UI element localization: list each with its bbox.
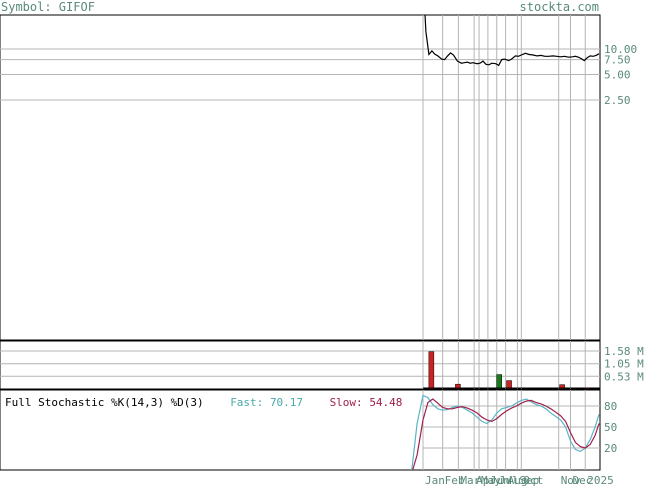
x-tick-label: 2025 xyxy=(587,474,614,486)
fast-label: Fast: xyxy=(230,396,264,409)
x-tick-label: May xyxy=(481,474,501,486)
price-tick-label: 7.50 xyxy=(604,54,631,67)
stochastic-tick-label: 50 xyxy=(604,421,617,434)
fast-value: 70.17 xyxy=(269,396,304,409)
volume-panel: 1.58 M1.05 M0.53 M xyxy=(0,340,644,390)
slow-line xyxy=(412,398,600,470)
volume-bar xyxy=(455,383,461,390)
volume-bar xyxy=(496,374,502,390)
symbol-label: Symbol: GIFOF xyxy=(1,0,95,14)
fast-line xyxy=(411,394,600,470)
x-tick-label: Dec xyxy=(573,474,593,486)
x-tick-label: Feb xyxy=(445,474,465,486)
volume-bar xyxy=(559,384,565,390)
x-tick-label: Jun xyxy=(490,474,510,486)
stochastic-tick-label: 20 xyxy=(604,442,617,455)
x-tick-label: Jan xyxy=(425,474,445,486)
x-tick-label: Oct xyxy=(523,474,543,486)
x-tick-label: Jul xyxy=(499,474,519,486)
volume-tick-label: 1.58 M xyxy=(604,345,644,358)
volume-tick-label: 1.05 M xyxy=(604,358,644,371)
x-tick-label: Sep xyxy=(519,474,539,486)
price-tick-label: 2.50 xyxy=(604,94,631,107)
x-tick-label: Mar xyxy=(460,474,480,486)
stochastic-title: Full Stochastic %K(14,3) %D(3) xyxy=(5,396,204,409)
stochastic-panel: 80 50 20 xyxy=(0,389,617,471)
panel-frame xyxy=(0,340,601,390)
x-tick-label: Nov xyxy=(561,474,581,486)
panel-frame xyxy=(0,389,601,471)
panel-frame xyxy=(0,14,601,341)
x-tick-label: Apr xyxy=(476,474,496,486)
stochastic-tick-label: 80 xyxy=(604,400,617,413)
x-tick-label: Aug xyxy=(508,474,528,486)
price-tick-label: 5.00 xyxy=(604,69,631,82)
price-line xyxy=(424,15,600,67)
price-panel: 10.007.50 5.00 2.50 xyxy=(0,14,637,341)
slow-label: Slow: xyxy=(329,396,363,409)
volume-bar xyxy=(506,380,512,390)
price-tick-label: 10.00 xyxy=(604,43,637,56)
volume-tick-label: 0.53 M xyxy=(604,370,644,383)
volume-bar xyxy=(428,351,435,390)
slow-value: 54.48 xyxy=(369,396,403,409)
stochastic-legend: Full Stochastic %K(14,3) %D(3) Fast: 70.… xyxy=(5,396,402,409)
site-label[interactable]: stockta.com xyxy=(519,0,599,14)
